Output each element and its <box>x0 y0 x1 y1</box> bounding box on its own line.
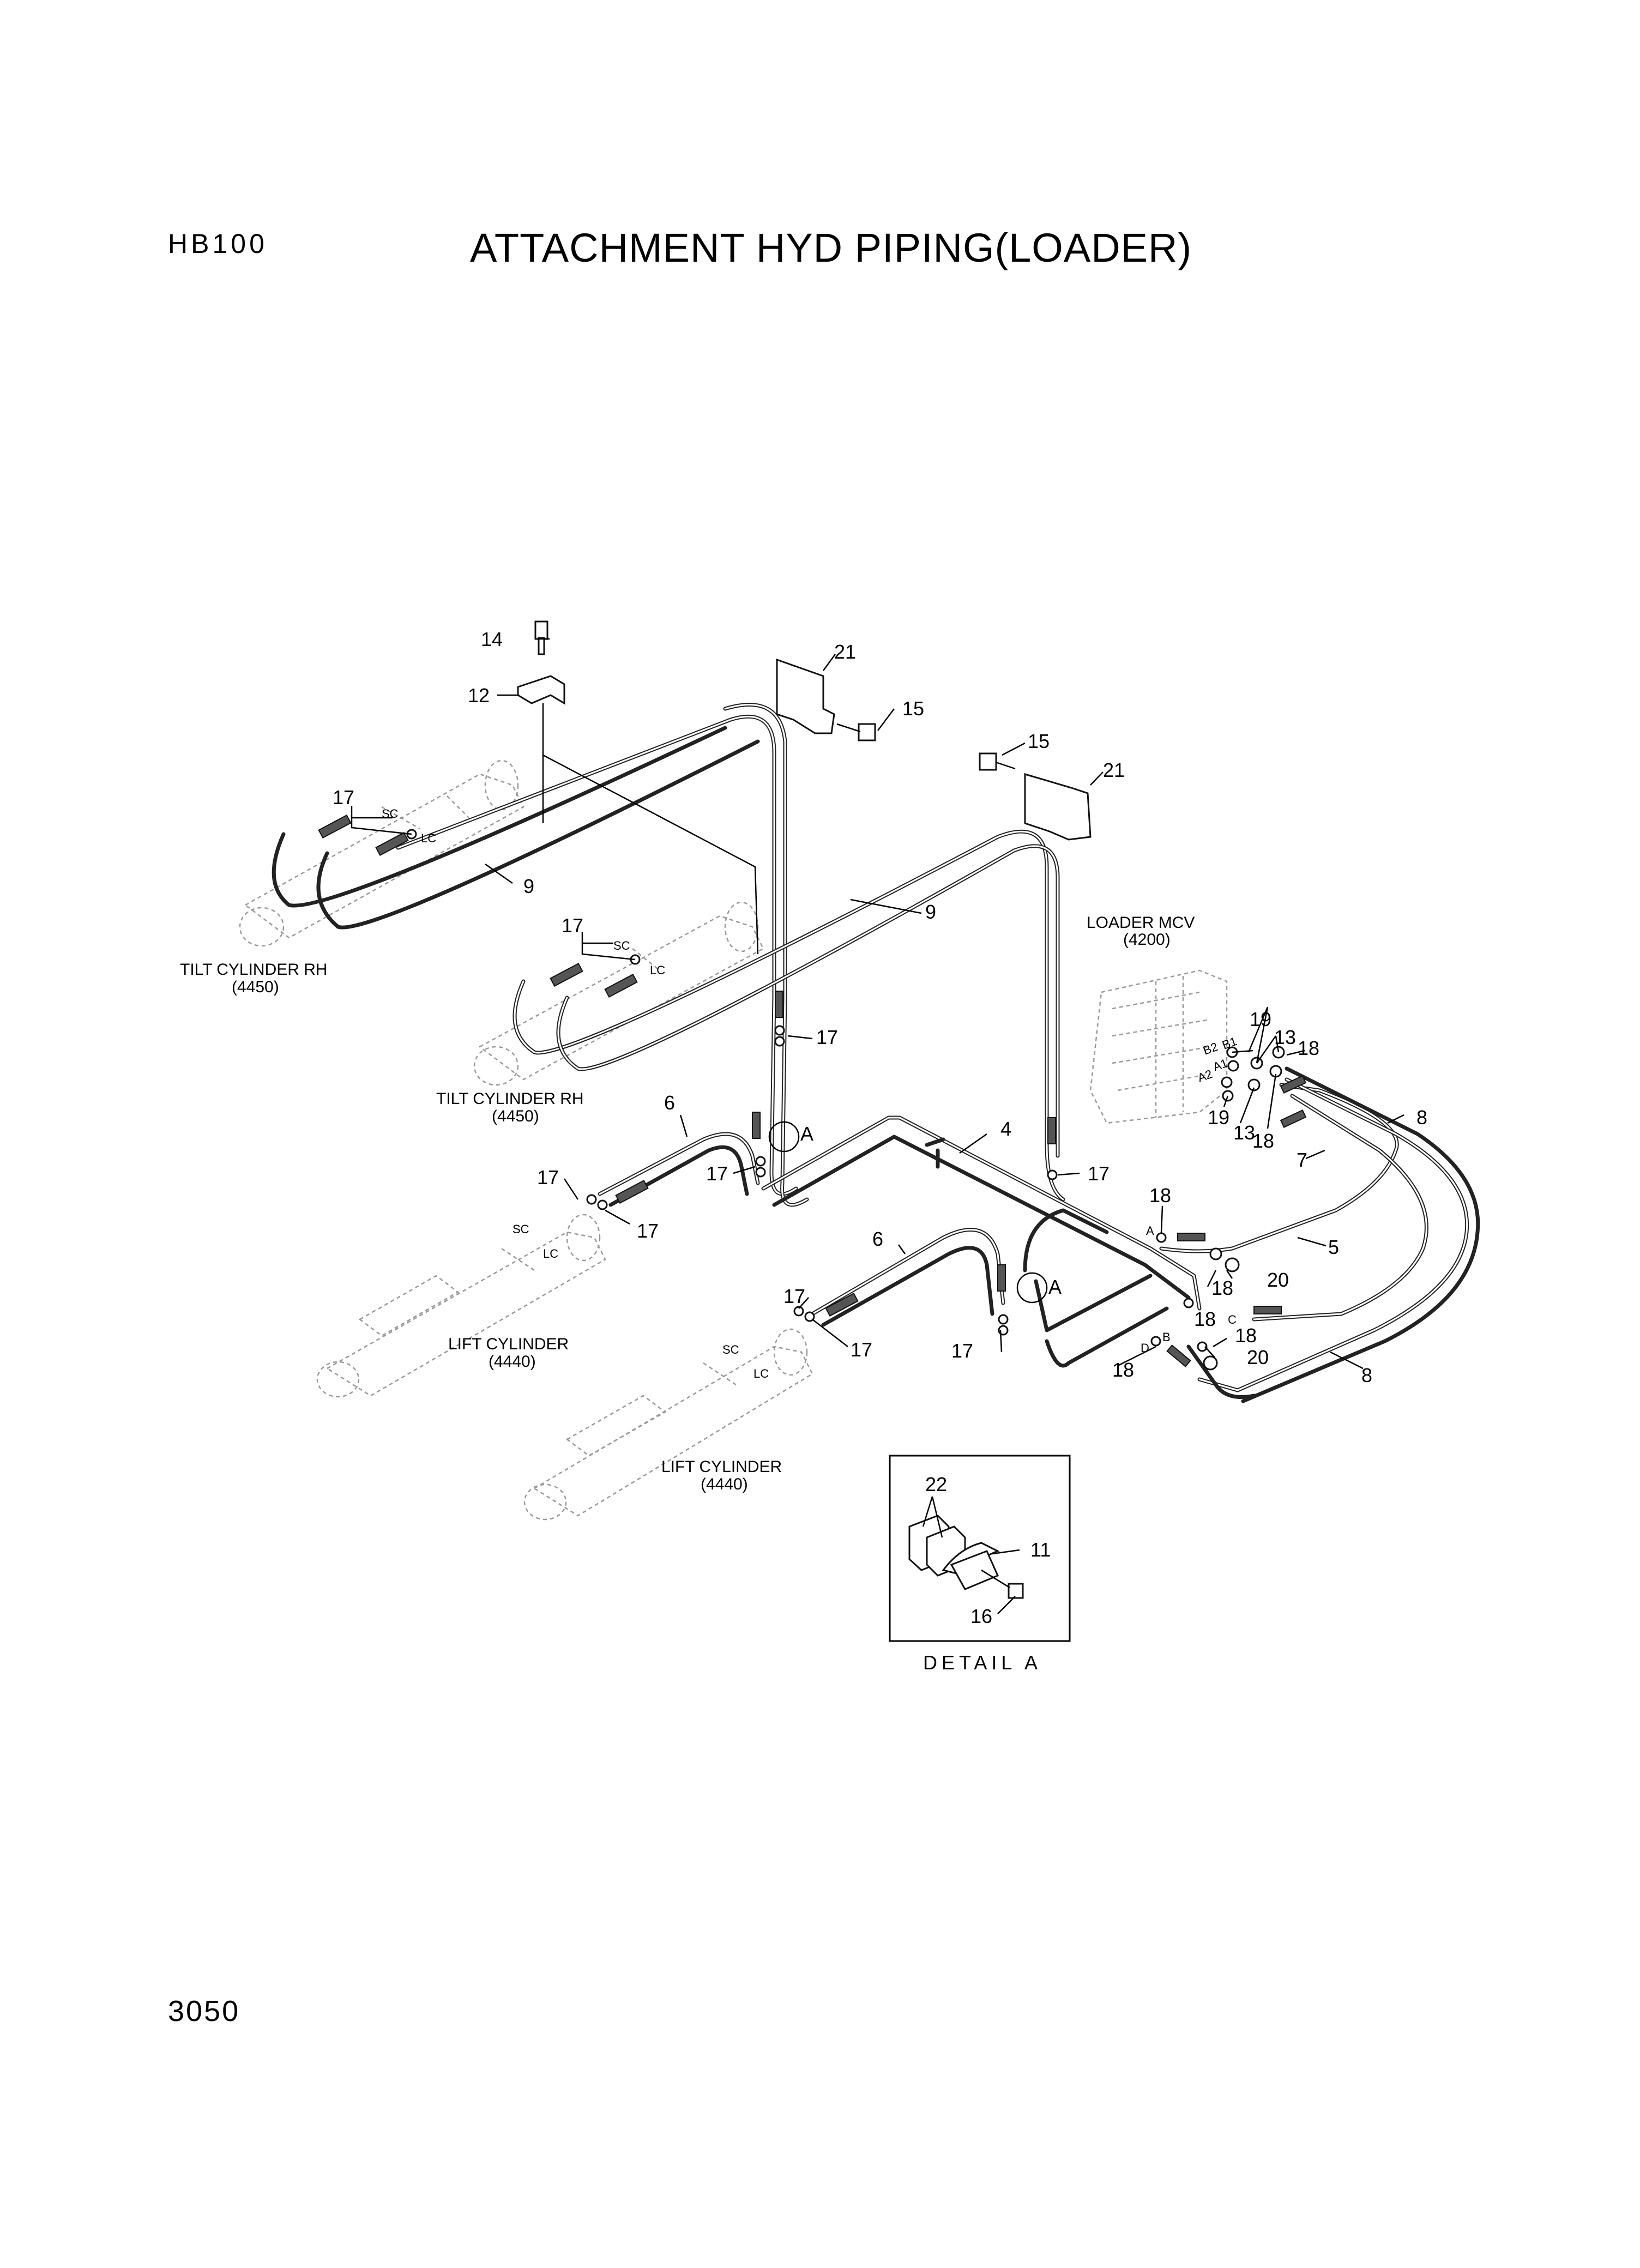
lift-cylinder-2-name: LIFT CYLINDER <box>661 1458 782 1476</box>
callout-17-a: 17 <box>333 786 354 809</box>
bracket-21-upper <box>776 658 835 734</box>
pipe-6-upper <box>598 1132 760 1207</box>
pipe-loop-9-upper <box>272 703 809 1207</box>
page-title: ATTACHMENT HYD PIPING(LOADER) <box>470 225 1192 270</box>
port-d: D <box>1141 1341 1149 1355</box>
callout-15-lower: 15 <box>1028 730 1050 752</box>
callout-18-b: 18 <box>1211 1277 1233 1299</box>
callout-8-a: 8 <box>1416 1106 1427 1129</box>
callout-9-b: 9 <box>925 901 936 923</box>
callout-9-a: 9 <box>523 875 534 897</box>
bolt-15-upper <box>836 723 876 741</box>
callout-17-b: 17 <box>562 914 583 937</box>
hose-fittings <box>318 814 1307 1367</box>
port-sc-2: SC <box>613 939 630 952</box>
port-sc-4: SC <box>722 1343 739 1356</box>
callout-13-a: 13 <box>1274 1026 1296 1048</box>
callout-18-e: 18 <box>1112 1359 1134 1381</box>
callout-17-c: 17 <box>816 1026 838 1048</box>
callout-21-upper: 21 <box>834 641 856 663</box>
callout-17-j: 17 <box>951 1340 973 1362</box>
page-number: 3050 <box>168 1995 240 2028</box>
callout-18-a: 18 <box>1149 1184 1171 1207</box>
model-code: HB100 <box>168 228 268 259</box>
o-rings <box>406 829 1240 1371</box>
callout-7: 7 <box>1297 1149 1307 1171</box>
port-sc-3: SC <box>512 1222 529 1236</box>
pipe-8-loops <box>1186 1066 1480 1403</box>
callout-22: 22 <box>925 1473 947 1495</box>
callout-17-h: 17 <box>783 1285 805 1307</box>
lift-cylinder-1-code: (4440) <box>489 1353 536 1371</box>
callout-17-f: 17 <box>1088 1162 1110 1185</box>
callout-15-upper: 15 <box>902 697 924 720</box>
pipe-loop-9-lower <box>512 829 1065 1202</box>
pipe-6-lower <box>810 1228 1005 1327</box>
port-a2: A2 <box>1196 1067 1214 1085</box>
callout-18-g: 18 <box>1252 1130 1274 1152</box>
callout-17-i: 17 <box>851 1338 872 1361</box>
clamp-12 <box>517 675 565 705</box>
detail-a-marker-1 <box>768 1121 800 1153</box>
callout-18-f: 18 <box>1298 1037 1319 1059</box>
callout-19-b: 19 <box>1208 1106 1229 1129</box>
tilt-cylinder-1-code: (4450) <box>232 978 279 996</box>
lift-cylinder-2-code: (4440) <box>701 1475 748 1493</box>
callout-13-b: 13 <box>1233 1121 1255 1144</box>
port-lc-2: LC <box>650 963 665 977</box>
callout-5: 5 <box>1328 1236 1339 1258</box>
callout-6-a: 6 <box>664 1091 675 1114</box>
tilt-cylinder-2-name: TILT CYLINDER RH <box>436 1090 584 1108</box>
detail-a-marker-2 <box>1016 1272 1048 1304</box>
callout-4: 4 <box>1000 1118 1011 1140</box>
tilt-cylinder-2-code: (4450) <box>492 1107 539 1125</box>
detail-a-ref-2: A <box>1048 1276 1062 1298</box>
callout-18-d: 18 <box>1235 1324 1257 1347</box>
port-lc-3: LC <box>543 1247 558 1260</box>
loader-mcv-name: LOADER MCV <box>1087 914 1195 932</box>
callout-11: 11 <box>1030 1539 1051 1561</box>
port-lc-4: LC <box>753 1367 769 1380</box>
pipe-5-and-7 <box>1159 1083 1399 1253</box>
detail-a-title: DETAIL A <box>923 1651 1042 1674</box>
bolt-15-lower <box>979 752 1016 771</box>
callout-20-b: 20 <box>1247 1346 1269 1368</box>
callout-18-c: 18 <box>1194 1308 1216 1330</box>
leader-lines <box>351 638 1404 1614</box>
port-lc-1: LC <box>421 831 436 845</box>
port-c: C <box>1228 1313 1237 1326</box>
lift-cylinder-lower <box>523 1328 813 1521</box>
tilt-cylinder-1-name: TILT CYLINDER RH <box>180 961 328 979</box>
callout-21-lower: 21 <box>1103 759 1125 781</box>
lift-cylinder-upper <box>316 1214 606 1398</box>
callout-8-b: 8 <box>1361 1364 1372 1386</box>
loader-mcv-valve <box>1089 969 1285 1124</box>
lift-cylinder-1-name: LIFT CYLINDER <box>448 1335 569 1353</box>
callout-17-e: 17 <box>706 1162 728 1185</box>
loader-mcv-code: (4200) <box>1123 931 1171 949</box>
bolt-14 <box>534 620 548 655</box>
port-b2: B2 <box>1201 1040 1220 1058</box>
pipe-4-manifold <box>761 1115 1202 1368</box>
callout-19-a: 19 <box>1250 1008 1271 1030</box>
callout-6-b: 6 <box>872 1228 883 1250</box>
port-b: B <box>1162 1330 1171 1344</box>
callout-14: 14 <box>481 628 503 650</box>
callout-16: 16 <box>970 1605 992 1627</box>
detail-a-ref-1: A <box>800 1123 813 1145</box>
callout-12: 12 <box>468 684 490 707</box>
tilt-cylinder-upper <box>239 759 524 947</box>
callout-17-g: 17 <box>637 1220 659 1242</box>
callout-20-a: 20 <box>1267 1269 1289 1291</box>
callout-17-d: 17 <box>537 1166 559 1189</box>
port-a: A <box>1146 1224 1154 1238</box>
bracket-21-lower <box>1024 773 1092 841</box>
port-sc-1: SC <box>382 807 399 821</box>
detail-a-box: DETAIL A <box>889 1455 1071 1674</box>
